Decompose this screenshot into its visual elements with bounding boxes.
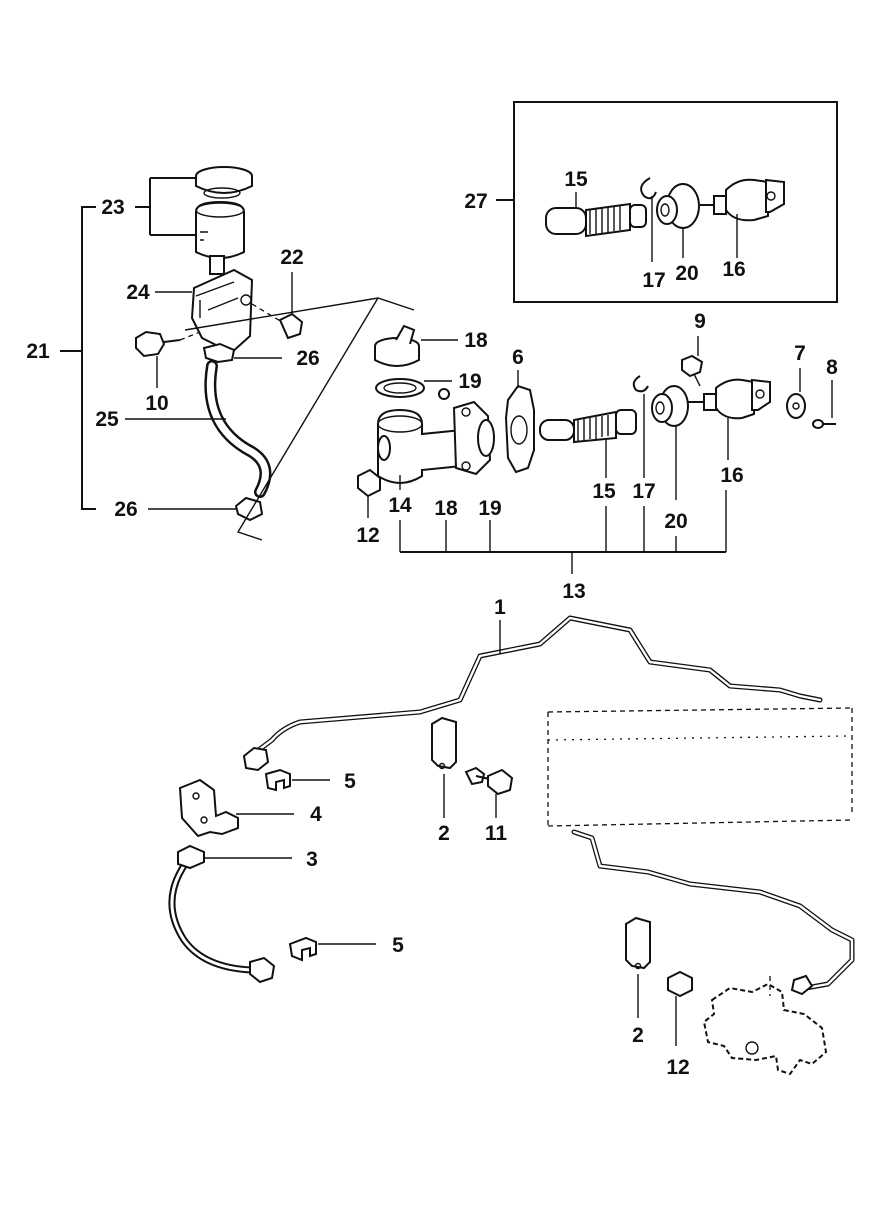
callout-19-group: 19	[478, 497, 501, 520]
reservoir-cap-illustration	[195, 166, 253, 199]
callout-20-main: 20	[664, 510, 687, 533]
snap-ring-illustration	[632, 375, 649, 478]
pin-8-illustration	[812, 380, 836, 429]
callout-21: 21	[26, 340, 50, 363]
callout-18-group: 18	[434, 497, 458, 520]
bolt-11-illustration	[464, 766, 514, 818]
callout-23: 23	[101, 196, 124, 219]
callout-27: 27	[464, 190, 487, 213]
callout-17-main: 17	[632, 480, 655, 503]
bolt-9-illustration	[681, 336, 704, 387]
callout-26-upper: 26	[296, 347, 319, 370]
reservoir-assembly: 21 23 24 22	[26, 166, 415, 541]
callout-26-lower: 26	[114, 498, 137, 521]
bracket-13	[399, 490, 727, 574]
callout-2-lower: 2	[632, 1024, 644, 1047]
clip-upper-illustration	[264, 768, 330, 792]
boot-illustration	[651, 385, 689, 500]
inset-snap-ring-illustration	[640, 177, 657, 200]
callout-16-main: 16	[720, 464, 743, 487]
clutch-pipe-lower	[571, 829, 855, 991]
clutch-line-assembly: 1 4 5	[168, 596, 855, 1079]
hose-bracket-illustration	[178, 778, 294, 838]
callout-17-inset: 17	[642, 269, 665, 292]
inset-piston-illustration	[545, 202, 647, 238]
callout-5-lower: 5	[392, 934, 404, 957]
clip-lower-illustration	[288, 936, 376, 962]
callout-12-upper: 12	[356, 524, 379, 547]
callout-20-inset: 20	[675, 262, 698, 285]
inset-frame	[513, 101, 838, 303]
callout-22: 22	[280, 246, 303, 269]
push-rod-illustration	[688, 378, 771, 460]
washer-7-illustration	[786, 368, 806, 419]
callout-16-inset: 16	[722, 258, 745, 281]
callout-15-inset: 15	[564, 168, 588, 191]
inset-push-rod-illustration	[700, 178, 785, 222]
transmission-housing-outline	[547, 707, 853, 827]
bleeder-lower-illustration	[625, 916, 651, 1018]
flexible-hose-illustration	[168, 844, 292, 984]
reservoir-tank-illustration	[195, 200, 245, 275]
reservoir-hose-illustration	[125, 360, 272, 498]
inlet-cap-illustration	[374, 324, 458, 367]
callout-13: 13	[562, 580, 585, 603]
callout-12-lower: 12	[666, 1056, 689, 1079]
gasket-illustration	[504, 370, 535, 474]
inset-boot-illustration	[656, 183, 700, 229]
callout-10: 10	[145, 392, 168, 415]
master-cylinder-assembly: 18 19 14 12	[356, 310, 838, 603]
repair-kit-inset: 15 17 20 16 27	[464, 101, 838, 303]
callout-6: 6	[512, 346, 524, 369]
nut-12-upper-illustration	[357, 468, 381, 518]
callout-18-top: 18	[464, 329, 488, 352]
piston-illustration	[539, 409, 637, 478]
assembly-guide-lines	[184, 297, 415, 541]
callout-9: 9	[694, 310, 706, 333]
callout-19-top: 19	[458, 370, 481, 393]
hose-clamp-lower-illustration	[148, 496, 264, 522]
callout-24: 24	[126, 281, 150, 304]
hose-clamp-upper-illustration	[202, 342, 282, 364]
cylinder-body-illustration	[377, 400, 495, 490]
bleeder-upper-illustration	[431, 716, 457, 818]
bolt-22-illustration	[251, 272, 304, 340]
seal-ring-illustration	[375, 378, 452, 400]
callout-25: 25	[95, 408, 119, 431]
nut-12-lower-illustration	[667, 970, 693, 1046]
callout-5-upper: 5	[344, 770, 356, 793]
bracket-23	[135, 177, 195, 236]
callout-15-main: 15	[592, 480, 616, 503]
callout-7: 7	[794, 342, 806, 365]
callout-14: 14	[388, 494, 412, 517]
callout-1: 1	[494, 596, 506, 619]
slave-cylinder-illustration	[702, 976, 828, 1076]
clutch-pipe-1	[253, 615, 823, 755]
callout-8: 8	[826, 356, 838, 379]
callout-2-upper: 2	[438, 822, 450, 845]
bolt-10-illustration	[135, 330, 201, 388]
callout-3: 3	[306, 848, 318, 871]
callout-4: 4	[310, 803, 322, 826]
bracket-21	[81, 206, 96, 510]
callout-11: 11	[485, 822, 508, 845]
